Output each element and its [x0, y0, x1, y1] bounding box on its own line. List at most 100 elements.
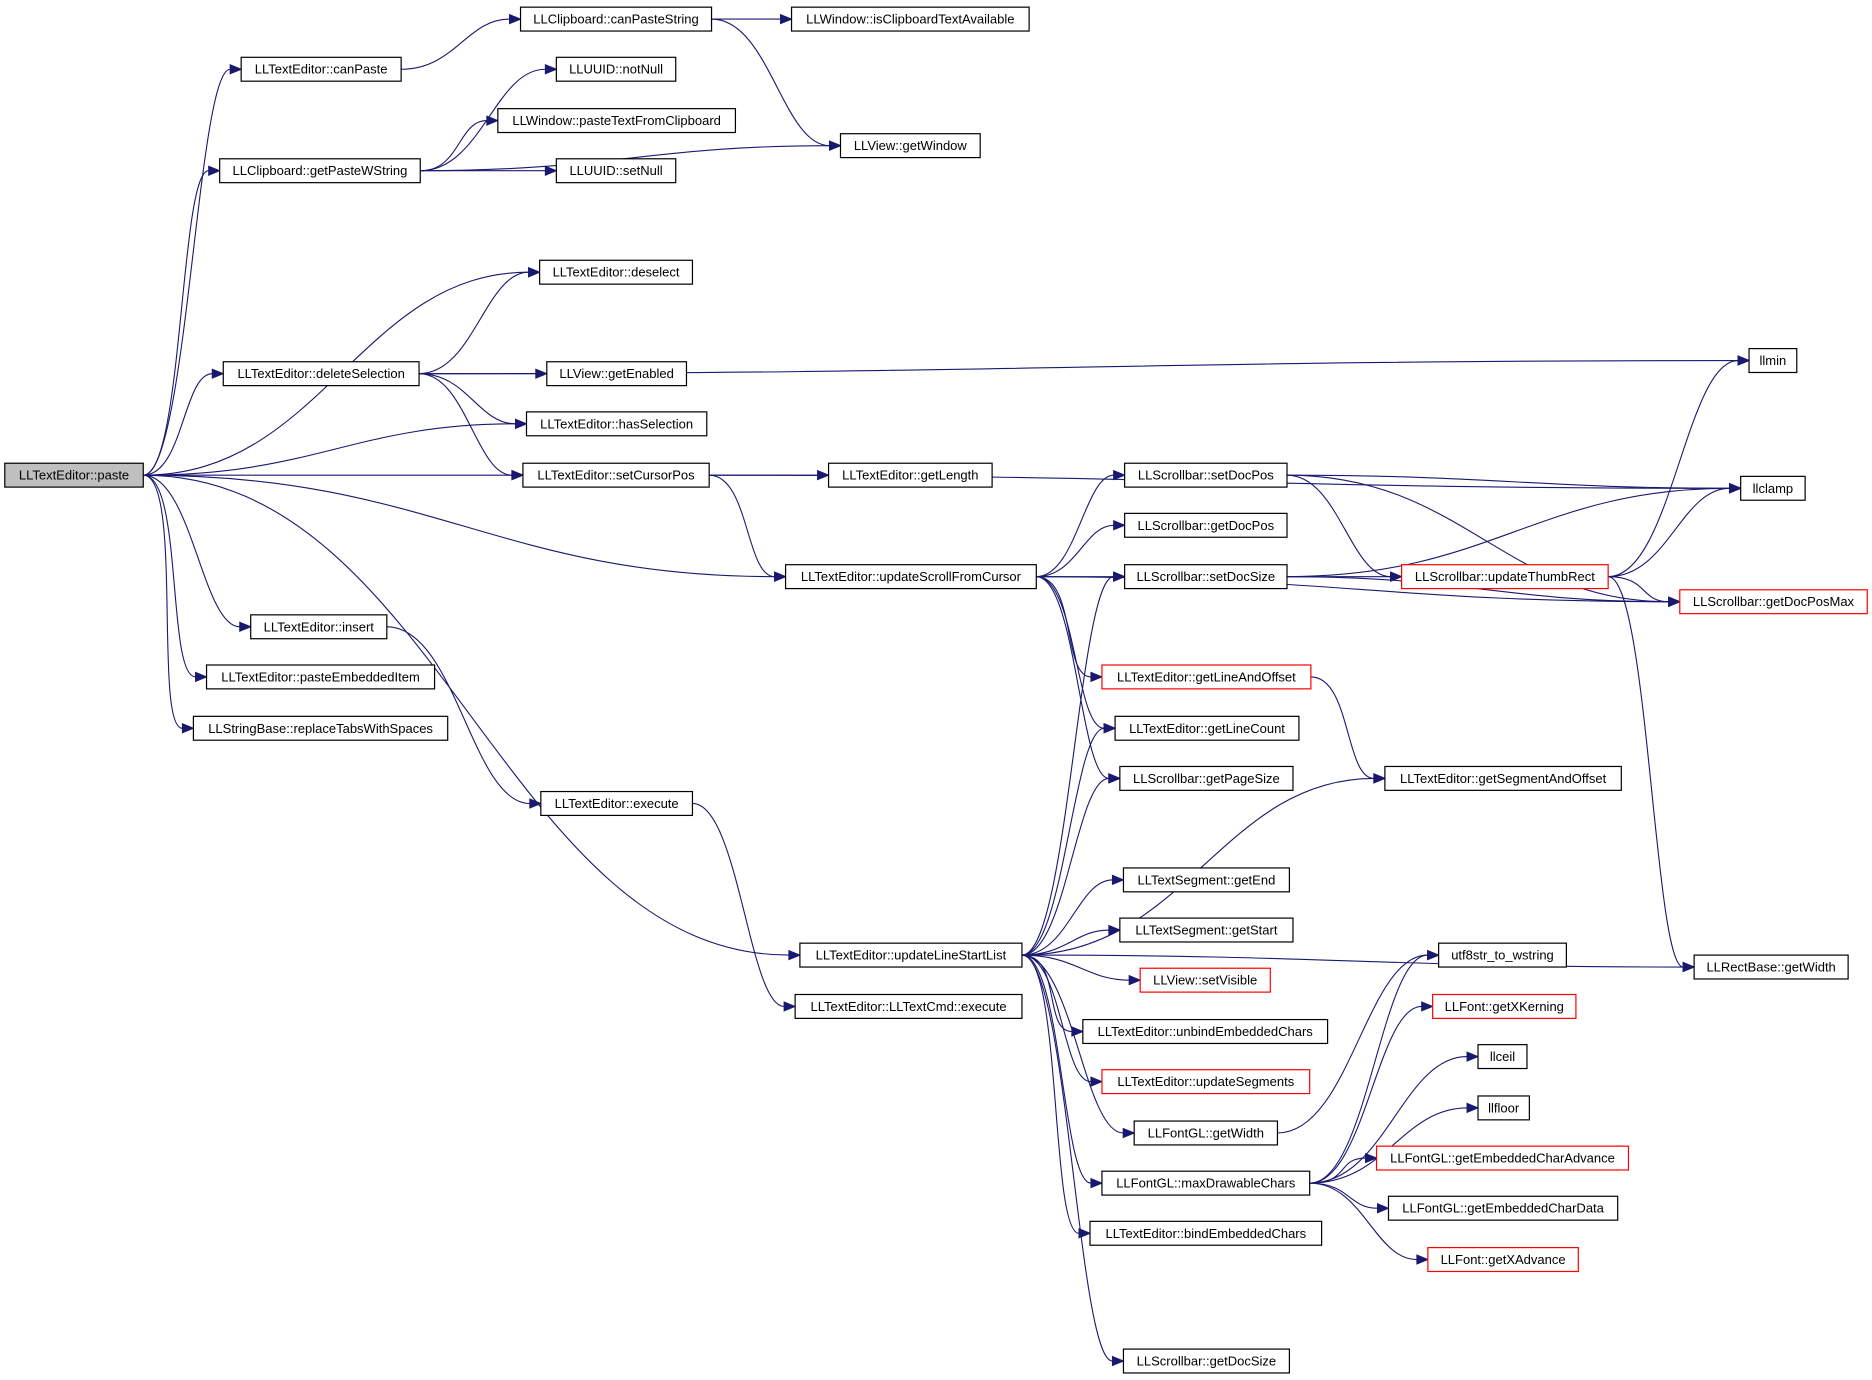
node-setCursorPos[interactable]: LLTextEditor::setCursorPos: [522, 462, 710, 488]
node-getDocPos[interactable]: LLScrollbar::getDocPos: [1124, 512, 1288, 538]
node-box: [827, 462, 993, 488]
edge-arrowhead: [780, 13, 793, 25]
node-box: [540, 790, 694, 817]
edge-arrowhead: [1111, 1355, 1125, 1367]
node-unbindEmbeddedChars[interactable]: LLTextEditor::unbindEmbeddedChars: [1082, 1018, 1329, 1045]
edge-updateLineStartList-to-getSegmentAndOffset: [1021, 773, 1387, 956]
node-label: LLTextEditor::bindEmbeddedChars: [1105, 1226, 1306, 1241]
node-getLineCount[interactable]: LLTextEditor::getLineCount: [1114, 715, 1300, 741]
node-box: [1122, 867, 1290, 893]
node-getLineAndOffset[interactable]: LLTextEditor::getLineAndOffset: [1101, 664, 1312, 690]
edge-arrowhead: [1108, 924, 1122, 936]
node-llclamp[interactable]: llclamp: [1740, 475, 1806, 501]
node-label: LLTextSegment::getEnd: [1138, 872, 1276, 887]
edge-arrowhead: [509, 13, 522, 25]
node-box: [1384, 765, 1622, 791]
node-bindEmbeddedChars[interactable]: LLTextEditor::bindEmbeddedChars: [1089, 1220, 1323, 1246]
node-hasSelection[interactable]: LLTextEditor::hasSelection: [525, 411, 708, 437]
node-getDocSize[interactable]: LLScrollbar::getDocSize: [1122, 1348, 1290, 1374]
node-getLength[interactable]: LLTextEditor::getLength: [827, 462, 993, 488]
edge-updateScrollFromCursor-to-getLineCount: [1036, 576, 1117, 734]
edge-maxDrawableChars-to-llceil: [1309, 1051, 1480, 1184]
node-llfloor[interactable]: llfloor: [1477, 1095, 1530, 1121]
edge-arrowhead: [788, 949, 802, 961]
edge-setCursorPos-to-getLength: [709, 469, 830, 481]
edge-line: [386, 626, 530, 805]
node-getWindow[interactable]: LLView::getWindow: [839, 133, 981, 159]
node-getStart[interactable]: LLTextSegment::getStart: [1119, 917, 1294, 943]
node-updateSegments[interactable]: LLTextEditor::updateSegments: [1101, 1069, 1311, 1095]
edge-line: [1309, 1157, 1366, 1184]
node-getXAdvance[interactable]: LLFont::getXAdvance: [1427, 1247, 1579, 1273]
node-setDocPos[interactable]: LLScrollbar::setDocPos: [1124, 462, 1288, 488]
edge-arrowhead: [1427, 949, 1440, 961]
edge-arrowhead: [181, 723, 195, 734]
node-setDocSize[interactable]: LLScrollbar::setDocSize: [1124, 564, 1288, 590]
node-llmin[interactable]: llmin: [1748, 348, 1798, 374]
edge-line: [1021, 954, 1130, 981]
node-getWidth[interactable]: LLRectBase::getWidth: [1693, 954, 1849, 980]
node-isClipboardTextAvailable[interactable]: LLWindow::isClipboardTextAvailable: [790, 6, 1030, 32]
node-notNull[interactable]: LLUUID::notNull: [555, 56, 677, 82]
node-label: LLTextEditor::paste: [19, 468, 129, 483]
node-box: [522, 462, 710, 488]
node-canPasteString[interactable]: LLClipboard::canPasteString: [519, 6, 713, 32]
node-canPaste[interactable]: LLTextEditor::canPaste: [240, 56, 402, 82]
node-label: LLFontGL::getEmbeddedCharData: [1402, 1201, 1604, 1216]
node-label: LLTextEditor::hasSelection: [540, 416, 693, 431]
node-box: [1124, 462, 1288, 488]
edge-canPasteString-to-isClipboardTextAvailable: [711, 13, 793, 25]
edge-updateLineStartList-to-maxDrawableChars: [1021, 954, 1104, 1189]
node-getDocPosMax[interactable]: LLScrollbar::getDocPosMax: [1679, 589, 1868, 615]
node-label: LLTextEditor::updateLineStartList: [816, 948, 1007, 963]
edge-paste-to-insert: [143, 474, 253, 633]
node-getSegmentAndOffset[interactable]: LLTextEditor::getSegmentAndOffset: [1384, 765, 1622, 791]
node-maxDrawableChars[interactable]: LLFontGL::maxDrawableChars: [1101, 1170, 1311, 1196]
edge-arrowhead: [511, 469, 525, 481]
node-box: [1101, 1069, 1311, 1095]
node-box: [1133, 1120, 1279, 1146]
node-fontGetWidth[interactable]: LLFontGL::getWidth: [1133, 1120, 1279, 1146]
node-paste[interactable]: LLTextEditor::paste: [4, 462, 144, 488]
node-deleteSelection[interactable]: LLTextEditor::deleteSelection: [222, 361, 420, 387]
edge-arrowhead: [535, 368, 549, 379]
node-cmdExecute[interactable]: LLTextEditor::LLTextCmd::execute: [794, 993, 1023, 1019]
node-updateLineStartList[interactable]: LLTextEditor::updateLineStartList: [799, 942, 1023, 968]
node-insert[interactable]: LLTextEditor::insert: [250, 614, 388, 640]
node-box: [1375, 1145, 1630, 1171]
node-label: LLTextEditor::unbindEmbeddedChars: [1098, 1024, 1314, 1039]
edge-line: [143, 474, 240, 628]
edge-deleteSelection-to-setCursorPos: [419, 373, 525, 481]
node-label: LLUUID::setNull: [569, 163, 662, 178]
edge-updateLineStartList-to-getDocSize: [1021, 954, 1125, 1367]
node-label: llfloor: [1488, 1100, 1520, 1115]
node-setVisible[interactable]: LLView::setVisible: [1139, 967, 1271, 993]
node-getPageSize[interactable]: LLScrollbar::getPageSize: [1119, 765, 1294, 791]
edge-canPaste-to-canPasteString: [401, 13, 522, 70]
node-label: LLTextSegment::getStart: [1135, 923, 1278, 938]
edge-line: [1309, 1005, 1422, 1184]
edge-arrowhead: [1390, 571, 1403, 582]
node-getEnd[interactable]: LLTextSegment::getEnd: [1122, 867, 1290, 893]
node-getPasteWString[interactable]: LLClipboard::getPasteWString: [219, 158, 421, 184]
node-pasteEmbeddedItem[interactable]: LLTextEditor::pasteEmbeddedItem: [205, 664, 436, 690]
node-pasteTextFromClipboard[interactable]: LLWindow::pasteTextFromClipboard: [497, 108, 737, 134]
node-getEmbeddedCharAdvance[interactable]: LLFontGL::getEmbeddedCharAdvance: [1375, 1145, 1630, 1171]
edge-maxDrawableChars-to-llfloor: [1309, 1102, 1480, 1184]
node-replaceTabsWithSpaces[interactable]: LLStringBase::replaceTabsWithSpaces: [192, 715, 449, 741]
node-label: LLClipboard::getPasteWString: [233, 163, 408, 178]
node-execute[interactable]: LLTextEditor::execute: [540, 790, 694, 817]
node-box: [539, 259, 694, 285]
node-label: LLStringBase::replaceTabsWithSpaces: [208, 721, 433, 736]
node-getXKerning[interactable]: LLFont::getXKerning: [1432, 993, 1577, 1019]
node-getEnabled[interactable]: LLView::getEnabled: [546, 361, 688, 387]
node-setNull[interactable]: LLUUID::setNull: [555, 158, 677, 184]
node-llceil[interactable]: llceil: [1477, 1044, 1528, 1070]
node-getEmbeddedCharData[interactable]: LLFontGL::getEmbeddedCharData: [1387, 1195, 1619, 1221]
node-updateScrollFromCursor[interactable]: LLTextEditor::updateScrollFromCursor: [784, 564, 1037, 590]
edge-updateLineStartList-to-fontGetWidth: [1021, 954, 1136, 1139]
node-utf8str_to_wstring[interactable]: utf8str_to_wstring: [1438, 942, 1567, 968]
edge-setCursorPos-to-updateScrollFromCursor: [709, 474, 787, 582]
node-deselect[interactable]: LLTextEditor::deselect: [539, 259, 694, 285]
node-updateThumbRect[interactable]: LLScrollbar::updateThumbRect: [1401, 564, 1609, 590]
